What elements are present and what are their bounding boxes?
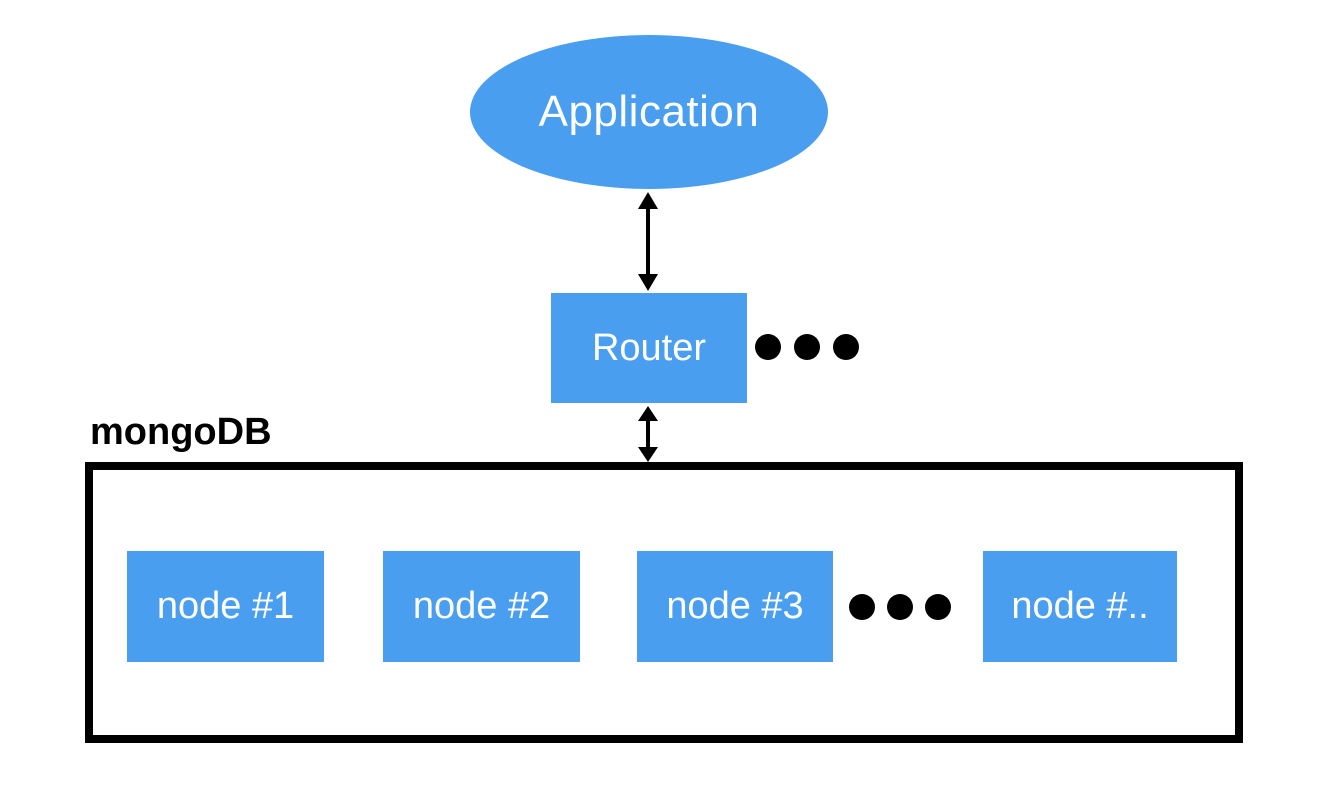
node-shape: node #.. [983, 551, 1177, 662]
node-label: node #1 [156, 585, 295, 627]
node-shape: node #2 [383, 551, 580, 662]
node-shape: node #3 [637, 551, 833, 662]
node-label: node #3 [666, 585, 804, 627]
double-arrow-icon [638, 406, 658, 462]
application-label: Application [538, 87, 760, 136]
dot [794, 334, 820, 360]
dot [887, 594, 913, 620]
double-arrow-icon [638, 192, 658, 291]
node-label: node #.. [1011, 585, 1149, 627]
node-shape: node #1 [127, 551, 324, 662]
node-label: node #2 [412, 585, 551, 627]
application-shape: Application [470, 35, 828, 189]
dot [833, 334, 859, 360]
cluster-ellipsis-icon [849, 594, 951, 620]
dot [849, 594, 875, 620]
router-ellipsis-icon [755, 334, 859, 360]
mongodb-cluster-box [85, 462, 1243, 743]
router-shape: Router [551, 293, 747, 403]
dot [925, 594, 951, 620]
dot [755, 334, 781, 360]
cluster-label: mongoDB [90, 411, 272, 453]
router-label: Router [591, 326, 707, 369]
